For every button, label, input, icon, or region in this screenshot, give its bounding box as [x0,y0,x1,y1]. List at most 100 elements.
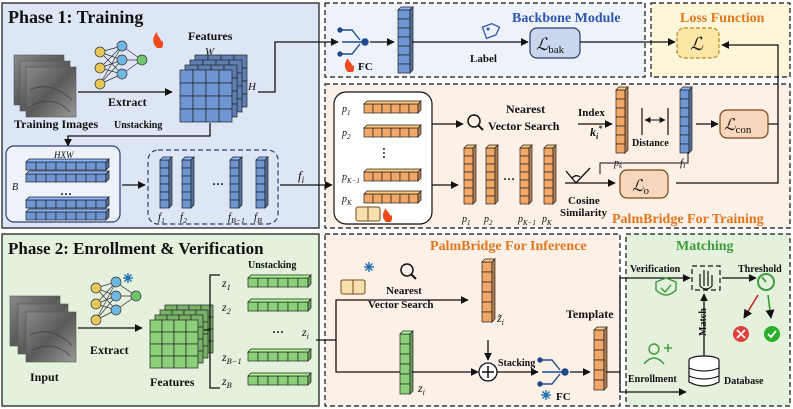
lo-to-loss-arrow [676,124,779,184]
pb-nearest-label-1: Nearest [506,102,545,116]
p-vector-label: pK [541,214,552,227]
phase1-unstacking-label: Unstacking [114,120,162,131]
z-row [247,372,312,386]
pb-nearest-label-2: Vector Search [488,119,560,133]
feature-cube [179,54,248,123]
backbone-fc-label: FC [358,61,373,73]
f-vector [159,156,173,209]
p-vector-label: p1 [461,214,471,227]
fi-vector [679,86,693,154]
f-vector [255,156,269,209]
z-tilde-vector [481,258,496,323]
threshold-to-accept-arrow [765,294,775,319]
phase2-extract-label: Extract [90,343,129,357]
stack-row [25,170,110,183]
inference-book-icon [340,279,366,295]
template-label: Template [566,307,614,321]
pb-cosine-2: Similarity [560,207,608,219]
match-label: Match [698,308,709,336]
threshold-gauge-icon [757,273,775,291]
input-images [9,295,77,363]
phase2-input-label: Input [30,370,59,384]
lcon-symbol: ℒcon [724,117,752,136]
phase1-title: Phase 1: Training [8,7,143,27]
pb-training-title: PalmBridge For Training [612,212,764,227]
unstacking-bracket [209,274,220,389]
f-vector [229,156,243,209]
codebook-flame-icon [382,208,393,222]
inference-fc-icon [537,357,569,387]
inf-zi-label: zi [417,381,425,397]
pb-k-label: ki* [590,124,603,141]
snowflake-icon [123,273,133,283]
pb-inf-nearest-1: Nearest [386,285,422,297]
stack-rows [25,158,110,221]
f-vectors-box [147,149,279,225]
database-label: Database [724,376,764,387]
f-vectors-dots: … [212,174,224,188]
phase1-hxw-label: HXW [53,150,75,160]
z-tilde-label: z̃i [496,311,504,327]
book-icon [355,206,381,222]
stack-row [25,208,110,221]
label-tag-icon [481,22,501,40]
loss-total-symbol: ℒ [690,34,704,54]
p-vector [519,144,533,205]
codebook-row-label: pK−1 [341,172,360,185]
inference-search-icon [400,263,417,280]
f-vector-label: f1 [158,211,165,225]
phase2-title: Phase 2: Enrollment & Verification [8,239,264,258]
stack-row [25,196,110,209]
f-vector-label: f2 [180,211,187,225]
fc-icon [337,27,369,57]
stacking-label: Stacking [498,358,535,369]
pb-inf-nearest-2: Vector Search [368,299,433,311]
database-icon [688,355,720,387]
loss-total-box [676,27,720,59]
pb-distance-label: Distance [632,138,669,149]
training-images [13,54,77,118]
fc-snowflake-icon [541,390,551,400]
z-row [247,274,312,288]
user-add-icon [643,343,672,365]
z-row-label: zB [221,374,232,390]
stack-row [25,158,110,171]
codebook-rows: p1 p2 pK−1 pK [341,100,422,207]
lcon-box [719,109,769,139]
phase2-zi-label: zi [301,325,309,341]
pk-vector-cells [615,86,629,154]
training-images-label: Training Images [14,117,98,131]
cube-to-fc-arrow [258,38,339,93]
z-rows-dots: … [272,322,284,336]
p-vector [463,144,477,205]
f-vector [181,156,195,209]
codebook-row [363,168,422,182]
z-tilde-cells [481,258,496,323]
backbone-flame-icon [344,58,355,72]
codebook-row-label: pK [341,194,352,207]
neural-net-icon [94,40,148,90]
z-row [247,298,312,312]
z-row-label: z1 [221,276,231,292]
codebook-row-label: p1 [341,104,351,117]
green-zi-vector [399,330,414,395]
phase1-b-label: B [12,182,18,193]
phase2-feature-cube [149,304,214,369]
zi-to-inference-arrow [316,296,469,341]
codebook-row-label: p2 [341,128,351,141]
backbone-label-text: Label [470,53,497,65]
phase1-h-label: H [247,81,257,93]
phase2-unstacking-label: Unstacking [248,260,296,271]
zi-to-green-vector-arrow [335,340,400,373]
search-icon [467,114,484,131]
backbone-vector-cells [397,6,414,74]
green-zi-cells [399,330,414,395]
fi-to-cosine-arrow [599,152,689,174]
template-cells [593,326,608,391]
phase1-fi-label: fi [298,168,305,185]
accept-icon [764,326,780,342]
template-vector [593,326,608,391]
lo-box [619,169,669,199]
